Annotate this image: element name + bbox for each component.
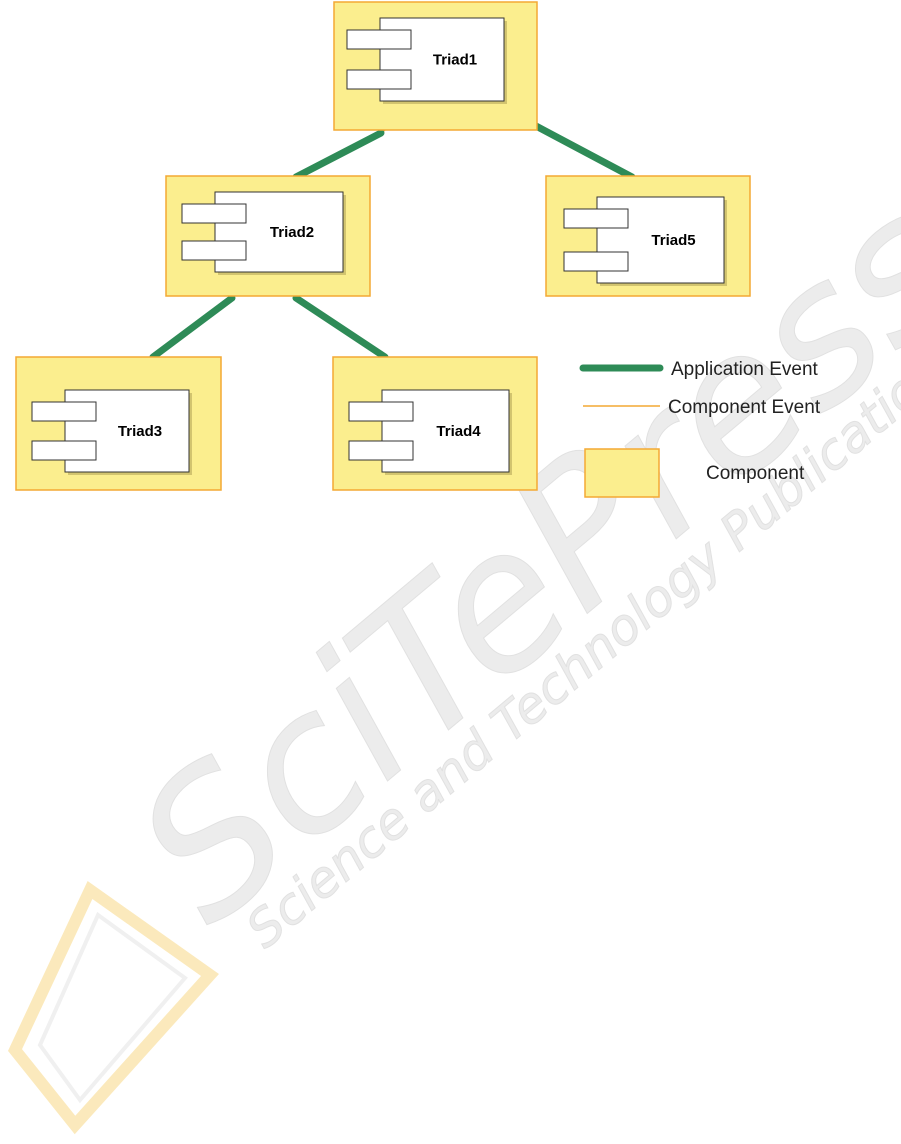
port-tab-icon xyxy=(182,241,246,260)
component-node-triad3: Triad3 xyxy=(16,357,221,490)
application-event-line xyxy=(153,298,232,357)
application-event-line xyxy=(296,133,381,177)
watermark-emblem-icon xyxy=(15,890,210,1125)
triad-label: Triad2 xyxy=(270,224,314,241)
port-tab-icon xyxy=(32,402,96,421)
port-tab-icon xyxy=(349,441,413,460)
port-tab-icon xyxy=(182,204,246,223)
legend-component-label: Component xyxy=(706,463,805,484)
component-node-triad5: Triad5 xyxy=(546,176,750,296)
component-node-triad4: Triad4 xyxy=(333,357,537,490)
port-tab-icon xyxy=(347,70,411,89)
legend-component-swatch xyxy=(585,449,659,497)
application-event-line xyxy=(536,126,632,177)
triad-label: Triad5 xyxy=(651,232,695,249)
triad-label: Triad3 xyxy=(118,423,162,440)
triad-label: Triad4 xyxy=(436,423,481,440)
triad-label: Triad1 xyxy=(433,52,477,69)
port-tab-icon xyxy=(347,30,411,49)
port-tab-icon xyxy=(564,252,628,271)
legend-component-event-label: Component Event xyxy=(668,397,821,418)
component-node-triad2: Triad2 xyxy=(166,176,370,296)
port-tab-icon xyxy=(564,209,628,228)
application-event-line xyxy=(296,298,385,357)
scitepress-watermark: SciTePress Science and Technology Public… xyxy=(15,156,901,1125)
legend-application-event-label: Application Event xyxy=(671,359,819,380)
component-node-triad1: Triad1 xyxy=(334,2,537,130)
port-tab-icon xyxy=(32,441,96,460)
port-tab-icon xyxy=(349,402,413,421)
